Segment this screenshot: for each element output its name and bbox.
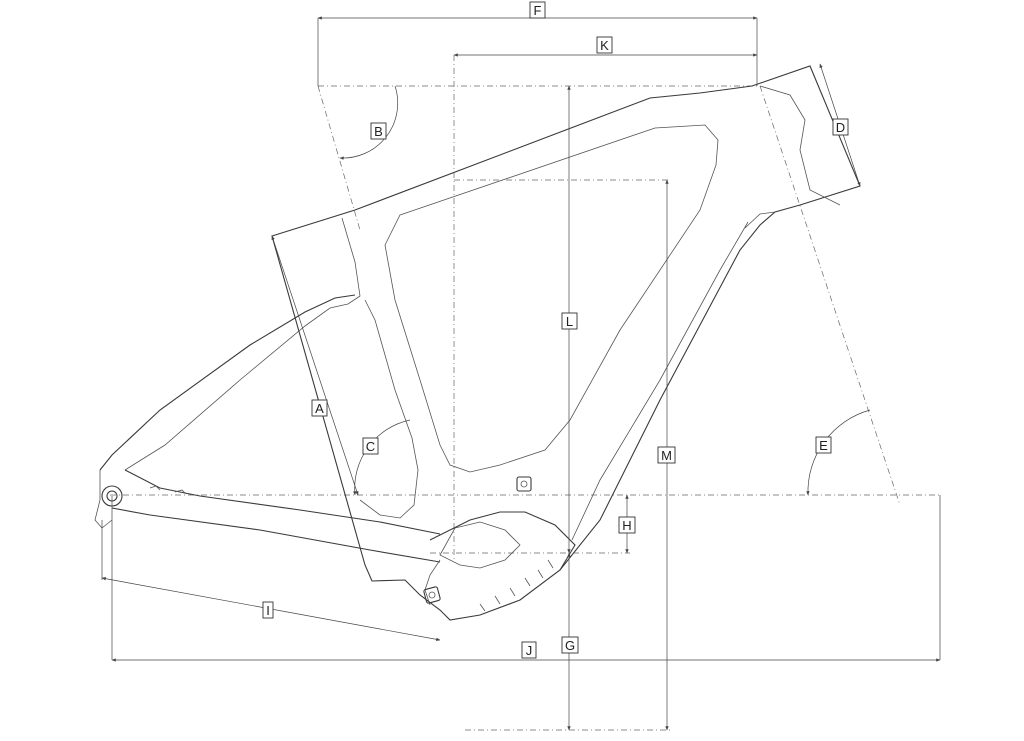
- dimension-label-M: M: [657, 446, 676, 464]
- svg-text:I: I: [266, 603, 270, 618]
- construction-lines: [110, 55, 940, 731]
- svg-text:C: C: [366, 439, 375, 454]
- dimension-label-K: K: [596, 36, 613, 54]
- dimension-label-G: G: [561, 636, 579, 654]
- svg-text:E: E: [819, 438, 828, 453]
- dimension-label-E: E: [815, 436, 832, 454]
- dimension-label-D: D: [832, 118, 849, 136]
- frame-outline: [94, 65, 861, 621]
- svg-text:H: H: [622, 518, 631, 533]
- svg-text:F: F: [534, 3, 542, 18]
- dimension-label-I: I: [262, 601, 274, 619]
- dimension-label-C: C: [362, 437, 379, 455]
- svg-text:A: A: [315, 401, 324, 416]
- svg-text:J: J: [526, 643, 533, 658]
- svg-text:K: K: [600, 38, 609, 53]
- dimension-label-J: J: [521, 641, 537, 659]
- dimension-lines: [101, 16, 941, 731]
- svg-text:G: G: [565, 638, 575, 653]
- svg-text:B: B: [374, 124, 383, 139]
- svg-text:M: M: [661, 448, 672, 463]
- dimension-label-A: A: [311, 399, 328, 417]
- dimension-label-B: B: [370, 122, 387, 140]
- dimension-label-F: F: [529, 1, 546, 19]
- svg-text:L: L: [566, 314, 573, 329]
- svg-text:D: D: [836, 120, 845, 135]
- dimension-label-L: L: [561, 312, 578, 330]
- dimension-label-H: H: [618, 516, 636, 534]
